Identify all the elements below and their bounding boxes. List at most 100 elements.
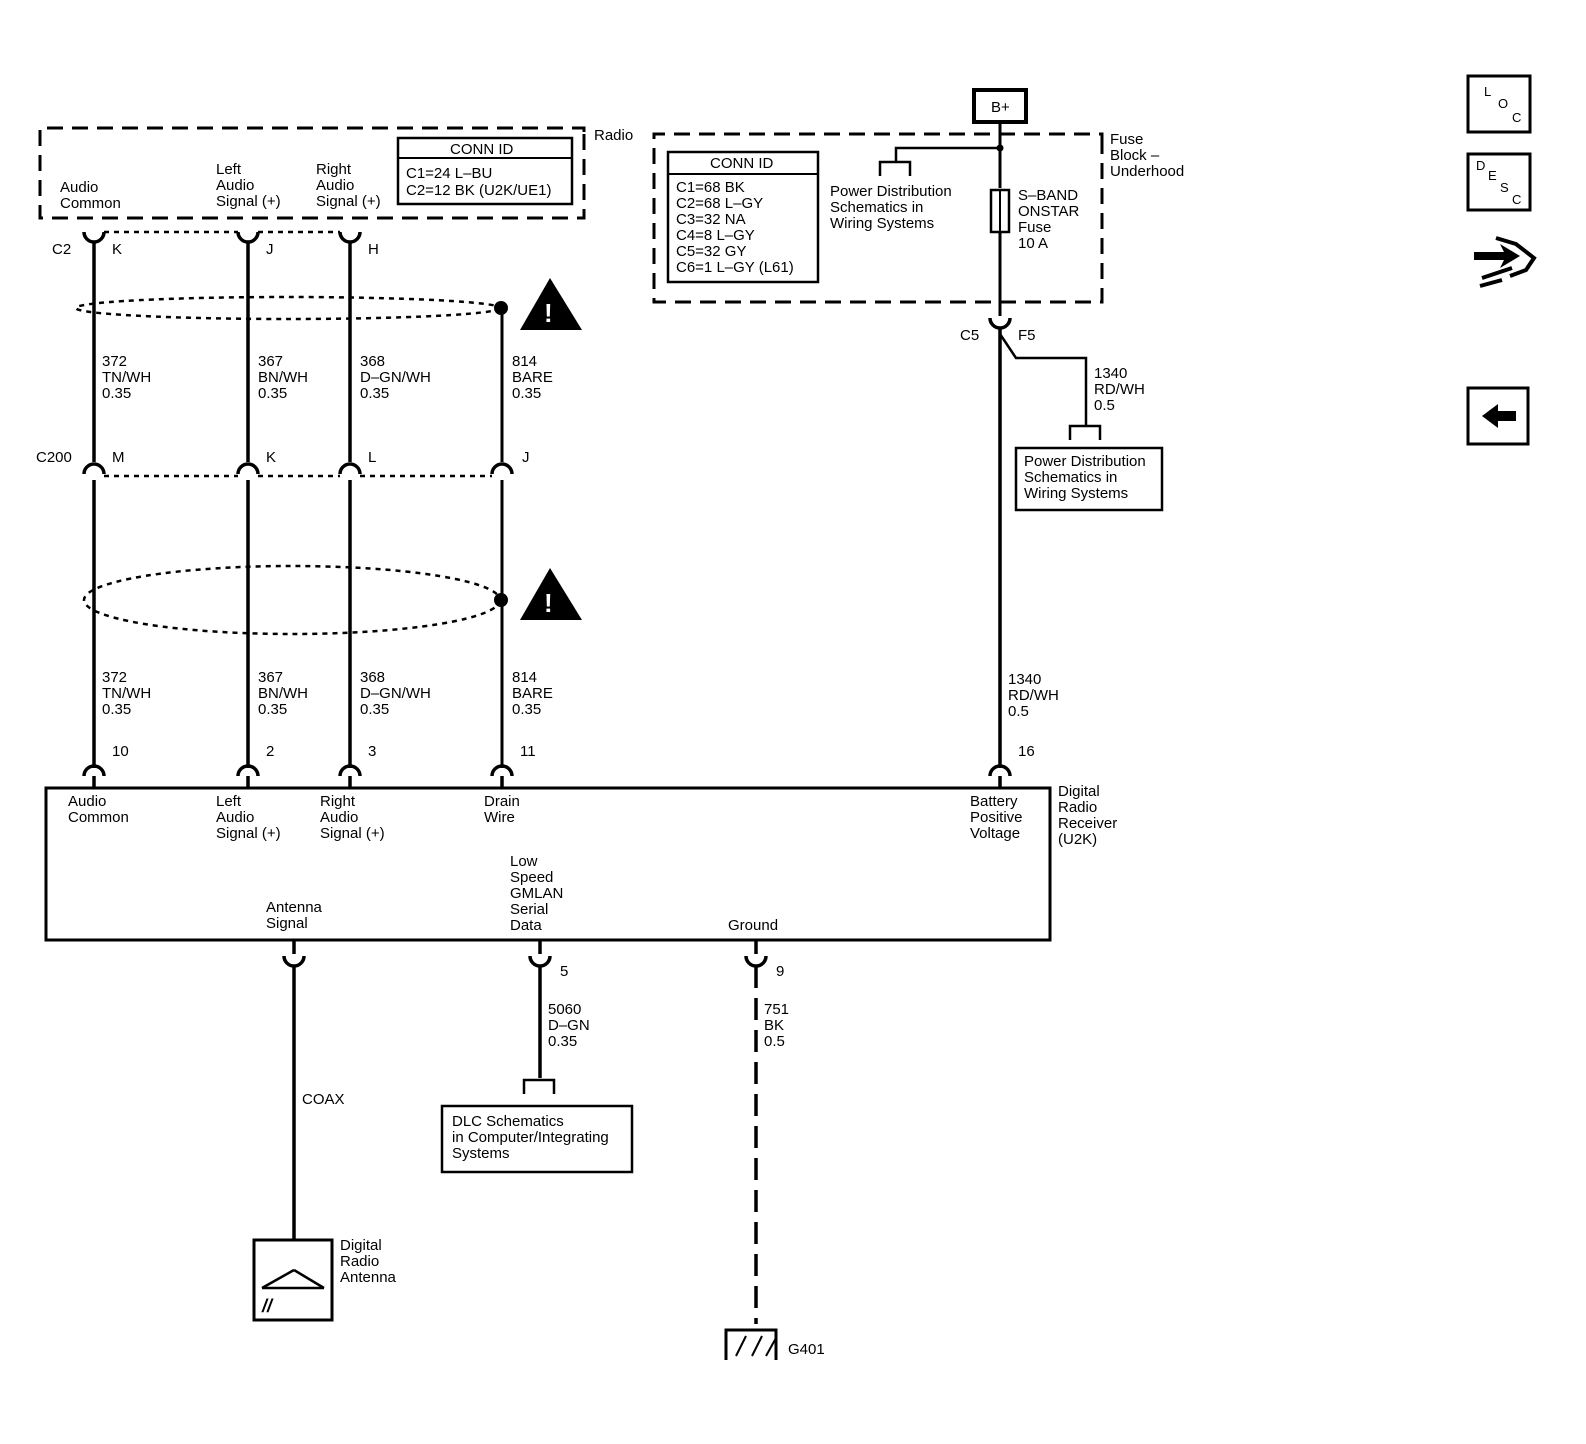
fuse-block-title: Block – [1110, 147, 1160, 164]
radio-conn-id-header: CONN ID [450, 141, 514, 158]
receiver-pin-label: Left [216, 793, 242, 810]
dlc-schematics-link-box[interactable]: DLC Schematics in Computer/Integrating S… [440, 1104, 634, 1174]
receiver-pin-label: Data [510, 917, 542, 934]
receiver-pin-label: Wire [484, 809, 515, 826]
wire-size: 0.35 [258, 385, 287, 402]
wire-size: 0.5 [1008, 703, 1029, 720]
receiver-pin-label: Audio [216, 809, 254, 826]
wire-size: 0.35 [258, 701, 287, 718]
receiver-title: (U2K) [1058, 831, 1097, 848]
loc-letter: L [1484, 84, 1491, 99]
radio-pin-right-label-3: Signal (+) [316, 193, 381, 210]
warning-icon: ! [520, 568, 582, 620]
antenna-label: Radio [340, 1253, 379, 1270]
fuse-conn-id-table: CONN ID C1=68 BK C2=68 L–GY C3=32 NA C4=… [666, 150, 820, 284]
svg-text:!: ! [544, 298, 553, 328]
dlc-box-line: Systems [452, 1145, 510, 1162]
ground-label: G401 [788, 1341, 825, 1358]
receiver-bottom-connectors: 5 9 [282, 940, 784, 980]
wire-color: TN/WH [102, 685, 151, 702]
wire-circuit: 751 [764, 1001, 789, 1018]
back-button[interactable] [1466, 386, 1530, 446]
receiver-pin-label: GMLAN [510, 885, 563, 902]
digital-radio-receiver: Digital Radio Receiver (U2K) Audio Commo… [44, 783, 1117, 942]
fuse-label-line: 10 A [1018, 235, 1048, 252]
radio-pin-left-label-3: Signal (+) [216, 193, 281, 210]
ground-symbol: G401 [724, 1328, 825, 1360]
bplus-label: B+ [991, 99, 1010, 116]
wire-color: D–GN/WH [360, 685, 431, 702]
receiver-pin-number: 9 [776, 963, 784, 980]
receiver-pin-label: Speed [510, 869, 553, 886]
receiver-pin-number: 11 [520, 743, 536, 760]
power-distribution-reference[interactable]: Power Distribution Schematics in Wiring … [830, 146, 1000, 232]
receiver-pin-number: 2 [266, 743, 274, 760]
receiver-pin-label: Serial [510, 901, 548, 918]
desc-letter: D [1476, 158, 1485, 173]
desc-button[interactable]: D E S C [1466, 152, 1532, 212]
back-arrow-icon [1482, 404, 1516, 428]
radio-connector-c2: C2 K J H [52, 230, 379, 258]
dlc-box-line: in Computer/Integrating [452, 1129, 609, 1146]
wire-circuit: 367 [258, 353, 283, 370]
receiver-pin-label: Audio [68, 793, 106, 810]
fuse-label-line: Fuse [1018, 219, 1051, 236]
receiver-title: Radio [1058, 799, 1097, 816]
wire-size: 0.35 [512, 701, 541, 718]
wire-size: 0.35 [360, 385, 389, 402]
desc-letter: E [1488, 168, 1497, 183]
power-dist-box-line: Schematics in [1024, 469, 1117, 486]
radio-connector-label: C2 [52, 241, 71, 258]
connector-end-view-button[interactable] [1474, 236, 1537, 288]
radio-title: Radio [594, 127, 633, 144]
svg-text:!: ! [544, 588, 553, 618]
fuse-conn-id-header: CONN ID [710, 155, 774, 172]
fuse-conn-id-line: C2=68 L–GY [676, 195, 763, 212]
wire-size: 0.35 [102, 385, 131, 402]
fuse-conn-id-line: C4=8 L–GY [676, 227, 755, 244]
fuse-connector-c5: C5 F5 1340 RD/WH 0.5 [960, 317, 1145, 768]
digital-radio-antenna: // Digital Radio Antenna [252, 1237, 397, 1322]
radio-pin-labels: Audio Common Left Audio Signal (+) Right… [60, 161, 381, 212]
wire-circuit: 372 [102, 669, 127, 686]
radio-pin-right-label: Right [316, 161, 352, 178]
battery-wire-lower-labels: 1340 RD/WH 0.5 [1008, 671, 1059, 720]
fuse-connector-label: C5 [960, 327, 979, 344]
wire-circuit: 5060 [548, 1001, 581, 1018]
antenna-coax: COAX [292, 966, 345, 1270]
power-dist-ref-line: Wiring Systems [830, 215, 934, 232]
wire-size: 0.35 [360, 701, 389, 718]
fuse-label-line: S–BAND [1018, 187, 1078, 204]
inline-pin-letter: K [266, 449, 276, 466]
wire-color: D–GN/WH [360, 369, 431, 386]
wire-color: BARE [512, 369, 553, 386]
receiver-pin-label: Signal (+) [320, 825, 385, 842]
warning-icon: ! [520, 278, 582, 330]
loc-button[interactable]: L O C [1466, 74, 1532, 134]
power-distribution-link-box[interactable]: Power Distribution Schematics in Wiring … [1014, 446, 1164, 512]
power-dist-ref-line: Power Distribution [830, 183, 952, 200]
coax-label: COAX [302, 1091, 345, 1108]
inline-pin-letter: L [368, 449, 376, 466]
radio-pin-letter: H [368, 241, 379, 258]
wire-color: TN/WH [102, 369, 151, 386]
wire-color: RD/WH [1094, 381, 1145, 398]
wire-circuit: 814 [512, 353, 537, 370]
onstar-fuse: S–BAND ONSTAR Fuse 10 A [989, 122, 1080, 316]
wire-circuit: 1340 [1094, 365, 1127, 382]
wire-circuit: 372 [102, 353, 127, 370]
radio-pin-letter: J [266, 241, 274, 258]
radio-pin-audio-common-label: Audio [60, 179, 98, 196]
fuse-conn-id-line: C6=1 L–GY (L61) [676, 259, 794, 276]
loc-letter: O [1498, 96, 1508, 111]
receiver-pin-label: Ground [728, 917, 778, 934]
upper-wires [74, 242, 508, 462]
receiver-pin-label: Signal (+) [216, 825, 281, 842]
receiver-pin-label: Drain [484, 793, 520, 810]
receiver-pin-label: Battery [970, 793, 1018, 810]
wire-color: BN/WH [258, 369, 308, 386]
radio-conn-id-line: C2=12 BK (U2K/UE1) [406, 182, 551, 199]
receiver-pin-number: 3 [368, 743, 376, 760]
wire-circuit: 1340 [1008, 671, 1041, 688]
